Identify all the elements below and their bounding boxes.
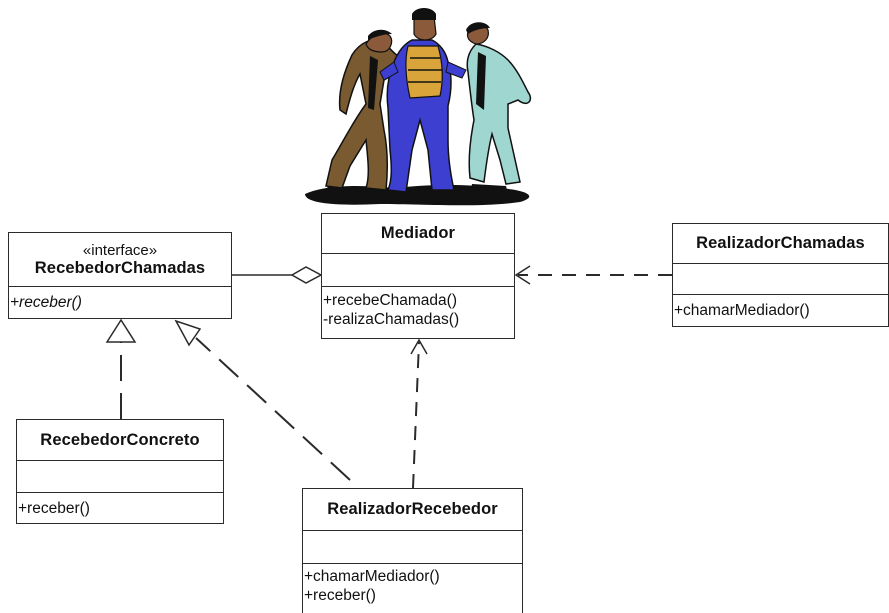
class-header: «interface» RecebedorChamadas [9,233,231,287]
class-recebedor-chamadas: «interface» RecebedorChamadas +receber() [8,232,232,319]
class-header: RecebedorConcreto [17,420,223,461]
mediator-clipart-icon [305,8,532,206]
class-mediador: Mediador +recebeChamada() -realizaChamad… [321,213,515,339]
operation: +chamarMediador() [674,302,810,319]
class-header: Mediador [322,214,514,254]
class-header: RealizadorChamadas [673,224,888,264]
operation: +receber() [304,587,376,604]
operations-compartment: +chamarMediador() +receber() [303,564,522,605]
attributes-compartment [673,264,888,295]
class-name: RecebedorConcreto [40,430,200,449]
attributes-compartment [303,531,522,564]
dependency-connector-realizador-chamadas [514,265,672,285]
class-header: RealizadorRecebedor [303,489,522,531]
realization-connector-realizador-recebedor [174,319,351,481]
class-name: RealizadorRecebedor [327,500,498,518]
operation: -realizaChamadas() [323,311,460,328]
attributes-compartment [17,461,223,493]
operations-compartment: +receber() [17,493,223,518]
class-name: RecebedorChamadas [34,258,206,277]
dependency-connector-realizador-recebedor [410,338,428,489]
class-recebedor-concreto: RecebedorConcreto +receber() [16,419,224,524]
operations-compartment: +receber() [9,287,231,312]
operation: +receber() [18,500,90,517]
class-name: RealizadorChamadas [696,234,865,252]
operation: +recebeChamada() [323,292,457,309]
operation: +chamarMediador() [304,568,440,585]
class-realizador-recebedor: RealizadorRecebedor +chamarMediador() +r… [302,488,523,613]
operations-compartment: +recebeChamada() -realizaChamadas() [322,287,514,329]
operation: +receber() [10,294,82,311]
attributes-compartment [322,254,514,287]
aggregation-connector [232,266,323,284]
operations-compartment: +chamarMediador() [673,295,888,320]
realization-connector-recebedor-concreto [105,318,137,419]
stereotype-label: «interface» [82,241,158,259]
class-name: Mediador [380,224,456,242]
class-realizador-chamadas: RealizadorChamadas +chamarMediador() [672,223,889,327]
